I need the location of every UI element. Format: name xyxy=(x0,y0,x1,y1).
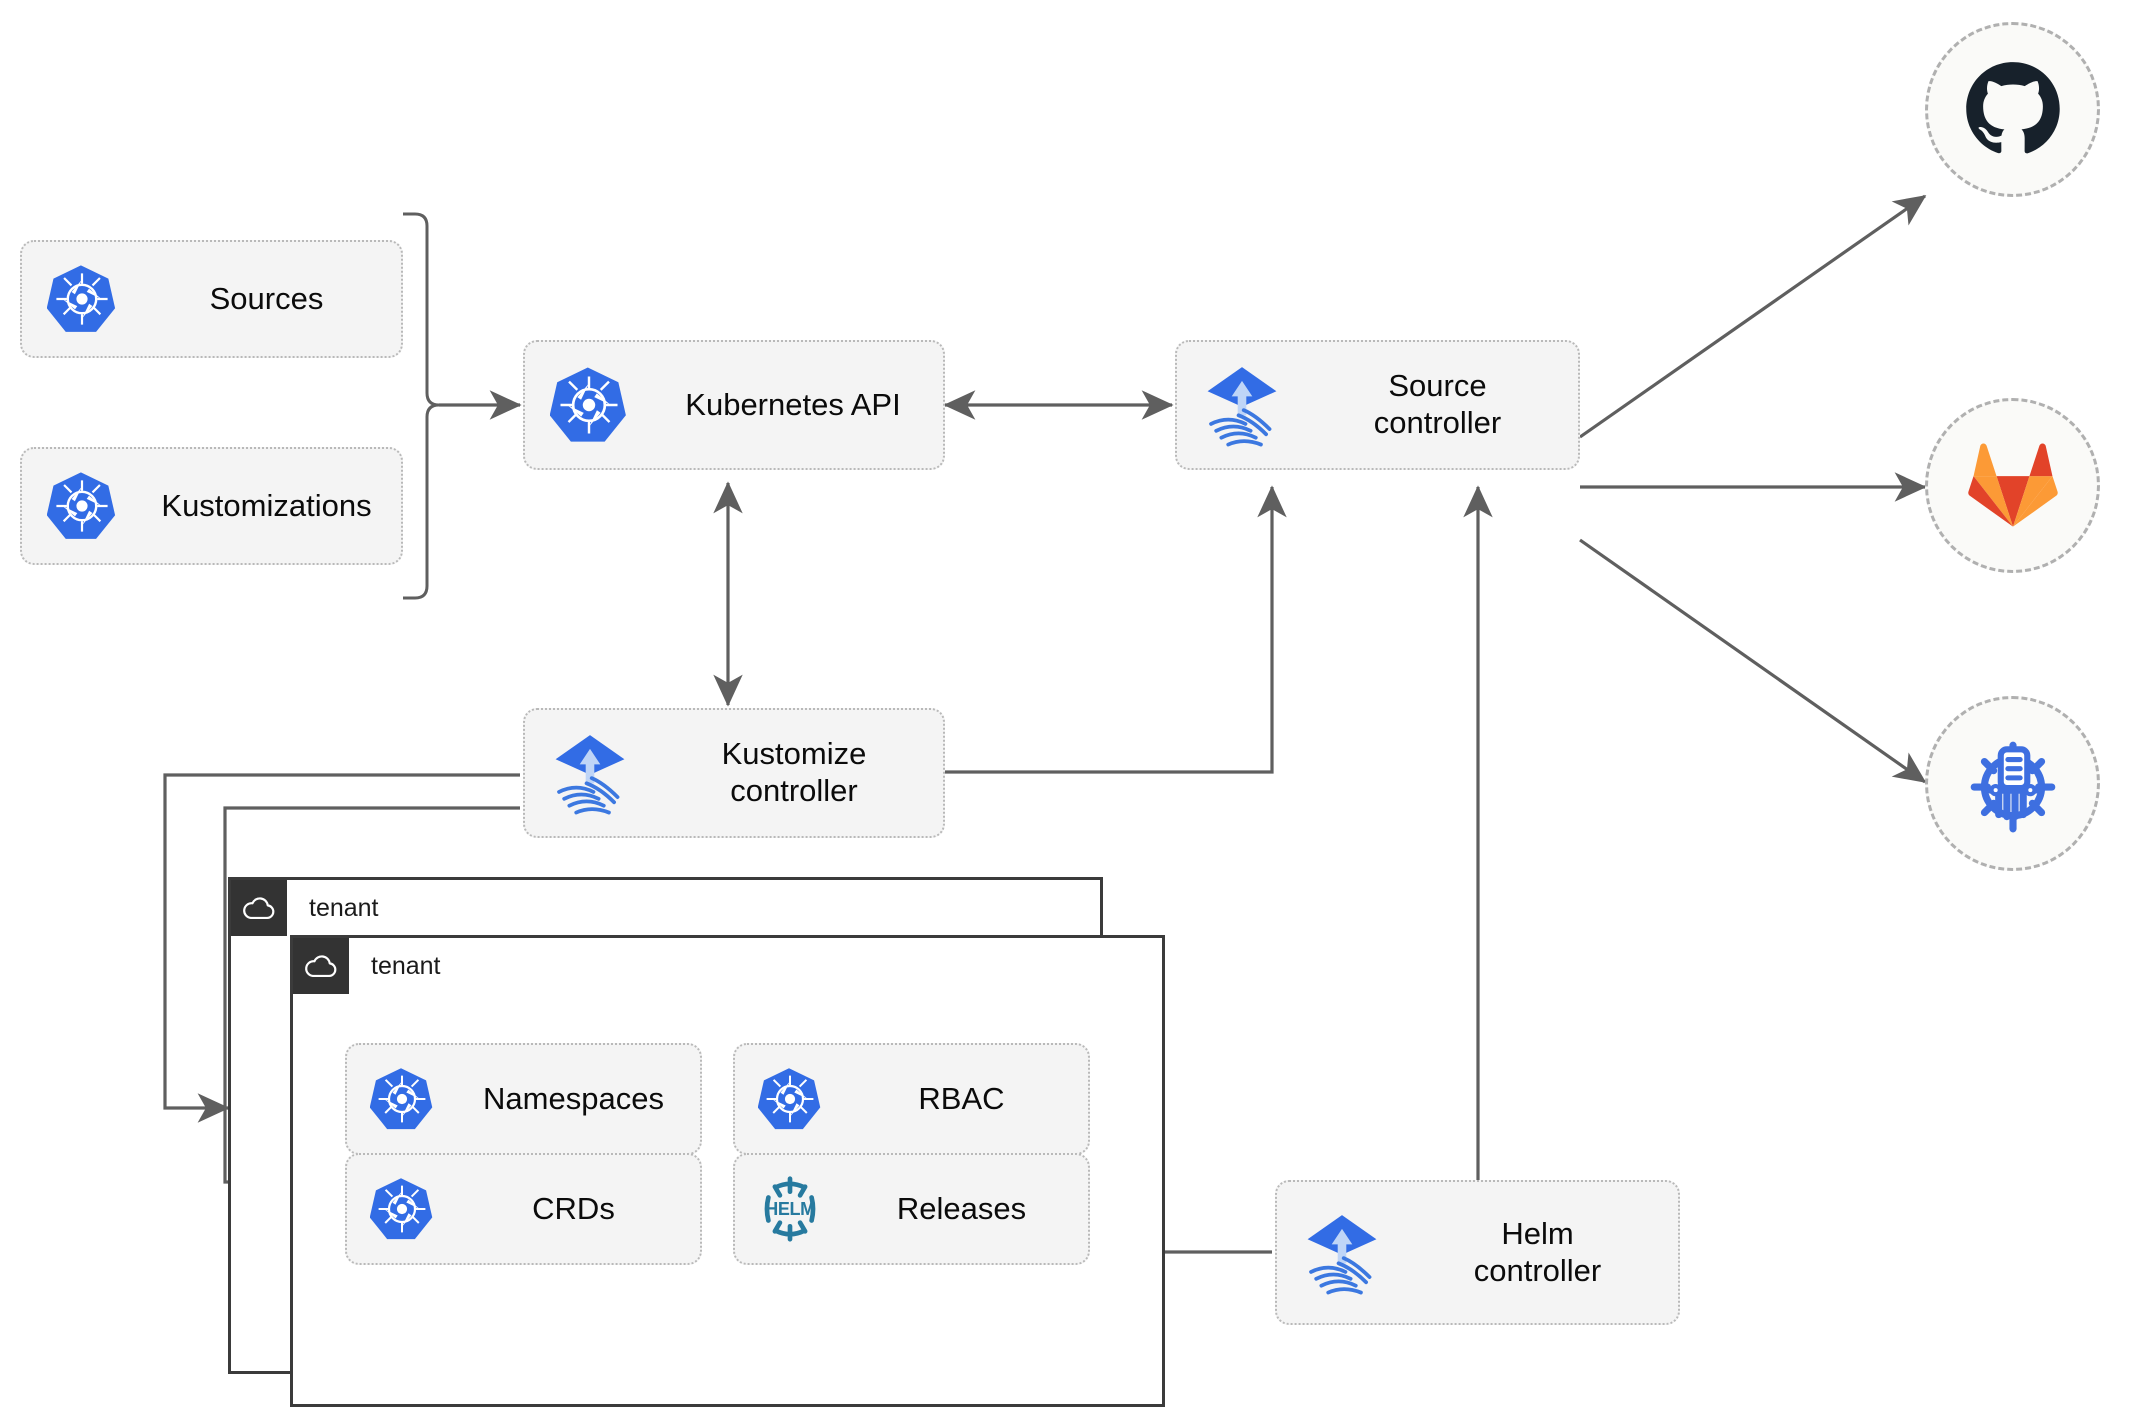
flux-icon xyxy=(1177,362,1307,448)
gitlab-icon xyxy=(1967,440,2059,532)
provider-helm-repository[interactable] xyxy=(1925,696,2100,871)
flux-icon xyxy=(525,730,655,816)
kubernetes-icon xyxy=(347,1177,457,1241)
tenant-header: tenant xyxy=(293,938,1168,994)
provider-gitlab[interactable] xyxy=(1925,398,2100,573)
kubernetes-icon xyxy=(22,471,142,541)
provider-github[interactable] xyxy=(1925,22,2100,197)
node-label: Kubernetes API xyxy=(685,386,901,422)
helm-repository-icon xyxy=(1962,733,2064,835)
tenant-label: tenant xyxy=(371,951,441,980)
node-label: CRDs xyxy=(532,1190,615,1226)
tenant-container-front[interactable]: tenant Namespaces xyxy=(290,935,1165,1407)
node-source-controller[interactable]: Source controller xyxy=(1175,340,1580,470)
tenant-header: tenant xyxy=(231,880,1106,936)
kubernetes-icon xyxy=(525,366,653,444)
node-label: Source controller xyxy=(1373,368,1502,440)
node-label: Kustomize controller xyxy=(721,736,867,808)
node-kubernetes-api[interactable]: Kubernetes API xyxy=(523,340,945,470)
node-kustomize-controller[interactable]: Kustomize controller xyxy=(523,708,945,838)
node-label: Kustomizations xyxy=(161,487,372,523)
tenant-label: tenant xyxy=(309,893,379,922)
node-sources[interactable]: Sources xyxy=(20,240,403,358)
svg-text:HELM: HELM xyxy=(765,1199,815,1219)
node-label: RBAC xyxy=(918,1080,1005,1116)
cloud-icon xyxy=(231,880,287,936)
cloud-icon xyxy=(293,938,349,994)
node-helm-controller[interactable]: Helm controller xyxy=(1275,1180,1680,1325)
kubernetes-icon xyxy=(347,1067,457,1131)
kubernetes-icon xyxy=(22,264,142,334)
node-releases[interactable]: HELM Releases xyxy=(733,1153,1090,1265)
node-crds[interactable]: CRDs xyxy=(345,1153,702,1265)
helm-icon: HELM xyxy=(735,1173,845,1245)
node-label: Helm controller xyxy=(1473,1215,1602,1288)
github-icon xyxy=(1963,60,2063,160)
node-rbac[interactable]: RBAC xyxy=(733,1043,1090,1155)
node-label: Namespaces xyxy=(483,1080,664,1116)
node-kustomizations[interactable]: Kustomizations xyxy=(20,447,403,565)
node-label: Releases xyxy=(896,1190,1027,1226)
node-namespaces[interactable]: Namespaces xyxy=(345,1043,702,1155)
kubernetes-icon xyxy=(735,1067,845,1131)
node-label: Sources xyxy=(209,280,324,316)
flux-icon xyxy=(1277,1210,1407,1296)
